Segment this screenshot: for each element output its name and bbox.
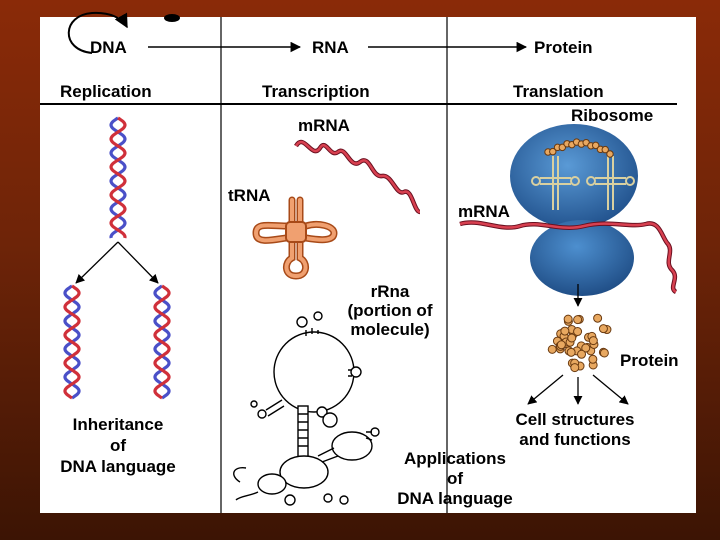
header: DNA RNA Protein Replication Transcriptio… [40,11,677,513]
ribosome-small-subunit [530,220,634,296]
rna-label: RNA [312,38,349,57]
cell-structures-line1: Cell structures [515,410,634,429]
dna-helix-parent [109,116,127,239]
protein-arrow-right [592,374,629,405]
protein-label: Protein [534,38,593,57]
rrna-structure [233,311,380,506]
replication-loop-arrow [67,11,128,54]
mrna-label-right: mRNA [458,202,510,221]
cell-structures-line2: and functions [519,430,630,449]
mrna-strand-middle [294,139,421,215]
ribosome-trnas [531,156,635,210]
replication-column: Inheritance of DNA language [60,116,176,476]
trna-label: tRNA [228,186,271,205]
protein-arrow-left [527,374,564,405]
rrna-line1: rRna [371,282,410,301]
replication-arrowhead-top [164,14,180,22]
trna-cloverleaf [252,196,338,280]
applications-line2: of [447,469,463,488]
inheritance-line2: of [110,436,126,455]
dna-helix-daughter-left [63,284,81,400]
mrna-strand-right-highlight [459,221,677,294]
ribosome-label: Ribosome [571,106,653,125]
dna-helix-daughter-right [153,284,171,400]
replication-label: Replication [60,82,152,101]
translation-label: Translation [513,82,604,101]
inheritance-line1: Inheritance [73,415,164,434]
translation-column: Ribosome mRNA Protein Cell structures an… [458,106,679,449]
mrna-label-middle: mRNA [298,116,350,135]
dna-label: DNA [90,38,127,57]
applications-line1: Applications [404,449,506,468]
split-arrow-left [75,241,119,284]
rrna-line3: molecule) [350,320,429,339]
split-arrow-right [117,241,159,284]
protein-label-right: Protein [620,351,679,370]
nascent-protein-chain [544,138,614,158]
applications-line3: DNA language [397,489,513,508]
folded-protein [547,313,612,373]
transcription-column: mRNA tRNA rRna [228,116,513,508]
rrna-line2: (portion of [348,301,433,320]
transcription-label: Transcription [262,82,370,101]
mrna-strand-middle-highlight [294,140,421,214]
inheritance-line3: DNA language [60,457,176,476]
